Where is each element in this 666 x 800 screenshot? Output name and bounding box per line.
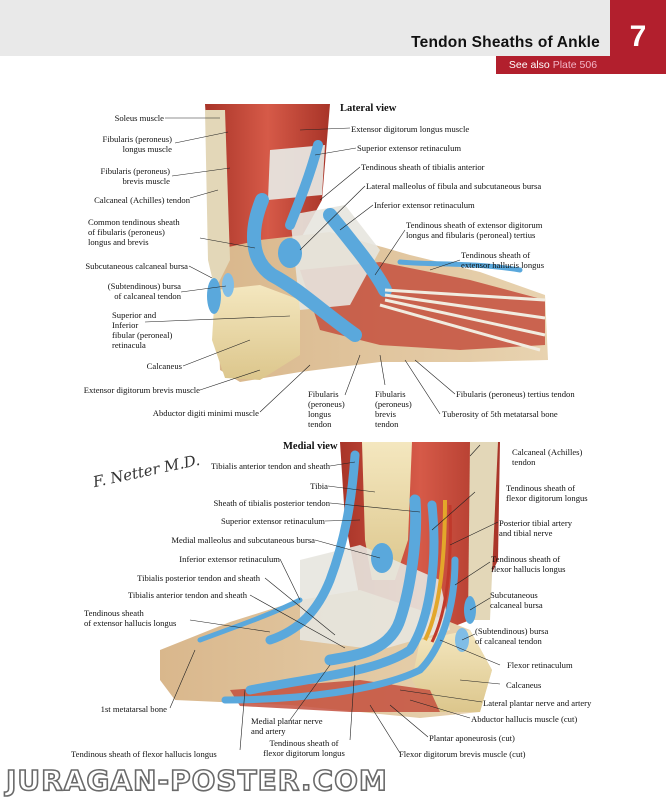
label-extensor-digitorum-longus: Extensor digitorum longus muscle: [351, 124, 470, 134]
lateral-inf-ext-ret-shape: [290, 205, 380, 310]
lateral-view-title: Lateral view: [340, 103, 397, 114]
medial-sheath-tib-post: [324, 494, 422, 666]
medial-malleolus-bursa: [371, 543, 393, 573]
label-calcaneal-achilles-tendon: Calcaneal (Achilles)tendon: [512, 447, 583, 467]
medial-view-title: Medial view: [283, 441, 338, 452]
watermark-text: JURAGAN-POSTER.COM: [4, 764, 388, 797]
label-subcut-calcaneal-bursa: Subcutaneous calcaneal bursa: [85, 261, 188, 271]
lateral-calcaneus-shape: [212, 285, 300, 380]
header-band: [0, 0, 610, 56]
label-superior-extensor-retinaculum-med: Superior extensor retinaculum: [220, 516, 325, 526]
label-tuberosity-5th-metatarsal: Tuberosity of 5th metatarsal bone: [442, 409, 558, 419]
medial-tibia-shape: [362, 442, 412, 580]
see-also-link[interactable]: Plate 506: [552, 59, 598, 71]
label-superior-extensor-retinaculum-lat: Superior extensor retinaculum: [357, 143, 462, 153]
label-sheath-tibialis-anterior-lat: Tendinous sheath of tibialis anterior: [361, 162, 485, 172]
label-fibularis-tertius: Fibularis (peroneus) tertius tendon: [456, 389, 575, 399]
label-tibialis-posterior-sheath: Tibialis posterior tendon and sheath: [137, 573, 260, 583]
see-also-prefix: See also: [508, 59, 550, 71]
lateral-sheath-edl: [323, 208, 392, 297]
label-sheath-tibialis-posterior: Sheath of tibialis posterior tendon: [213, 498, 330, 508]
label-calcaneal-tendon: Calcaneal (Achilles) tendon: [94, 195, 190, 205]
label-inferior-extensor-retinaculum-lat: Inferior extensor retinaculum: [374, 200, 475, 210]
medial-post-tibial-vessels: [423, 499, 447, 641]
label-inferior-extensor-retinaculum-med: Inferior extensor retinaculum: [179, 554, 280, 564]
lateral-illustration: [205, 104, 548, 382]
label-flexor-digitorum-brevis: Flexor digitorum brevis muscle (cut): [399, 749, 526, 759]
label-tibialis-anterior-sheath: Tibialis anterior tendon and sheath: [127, 590, 247, 600]
medial-sheath-tib-ant: [265, 450, 360, 645]
medial-post-tibial-artery: [430, 504, 452, 643]
label-calcaneus: Calcaneus: [146, 361, 182, 371]
leader-lines: [144, 117, 501, 754]
lateral-sheath-tib-ant: [285, 140, 323, 230]
label-1st-metatarsal: 1st metatarsal bone: [100, 704, 167, 714]
label-abductor-hallucis: Abductor hallucis muscle (cut): [471, 714, 578, 724]
label-fib-longus-muscle: Fibularis (peroneus)longus muscle: [102, 134, 172, 154]
lateral-malleolus-bursa: [278, 238, 302, 268]
label-medial-malleolus: Medial malleolus and subcutaneous bursa: [171, 535, 315, 545]
lateral-subtend-bursa: [222, 273, 234, 297]
label-lateral-malleolus: Lateral malleolus of fibula and subcutan…: [366, 181, 542, 191]
label-sheath-fhl-bottom: Tendinous sheath of flexor hallucis long…: [71, 749, 217, 759]
label-flexor-retinaculum: Flexor retinaculum: [507, 660, 573, 670]
watermark-logo: JURAGAN-POSTER.COM: [3, 763, 388, 798]
medial-sheath-fdl: [245, 500, 439, 695]
plate-number: 7: [610, 0, 666, 74]
lateral-common-fib-sheath: [247, 193, 362, 342]
medial-sheath-ehl: [197, 597, 303, 643]
label-plantar-aponeurosis: Plantar aponeurosis (cut): [429, 733, 515, 743]
label-fib-brevis-muscle: Fibularis (peroneus)brevis muscle: [100, 166, 170, 186]
label-abductor-digiti-minimi: Abductor digiti minimi muscle: [152, 408, 259, 418]
label-lateral-plantar: Lateral plantar nerve and artery: [483, 698, 592, 708]
lateral-sheath-ehl: [397, 259, 523, 273]
see-also-bar[interactable]: See also Plate 506: [496, 56, 610, 74]
label-calcaneus-med: Calcaneus: [506, 680, 542, 690]
lateral-subcut-bursa: [207, 278, 221, 314]
page-title: Tendon Sheaths of Ankle: [411, 34, 600, 51]
lateral-achilles-shape: [205, 110, 230, 290]
medial-sheath-fhl: [221, 556, 459, 704]
label-tibia: Tibia: [310, 481, 328, 491]
medial-achilles-shape: [468, 442, 498, 620]
medial-illustration: [160, 442, 500, 718]
label-extensor-digitorum-brevis: Extensor digitorum brevis muscle: [83, 385, 200, 395]
lateral-toe-tendons: [379, 288, 546, 352]
label-tibialis-anterior-tendon-top: Tibialis anterior tendon and sheath: [210, 461, 330, 471]
label-soleus: Soleus muscle: [114, 113, 164, 123]
